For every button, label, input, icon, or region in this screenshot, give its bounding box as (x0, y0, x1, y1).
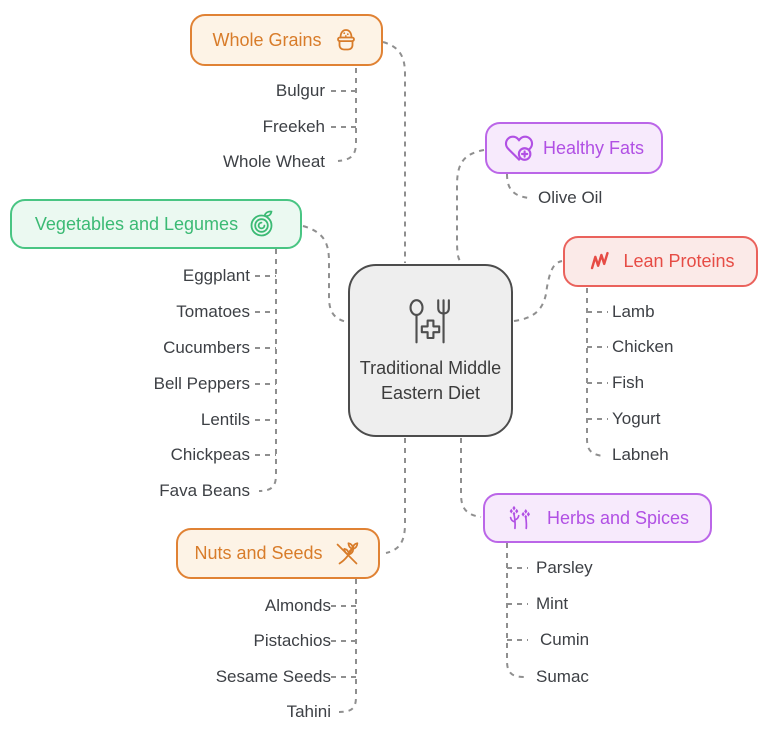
trunk-healthy-fats (506, 173, 530, 199)
grain-pot-icon (331, 25, 361, 55)
leaf-lentils: Lentils (200, 410, 250, 429)
center-node: Traditional Middle Eastern Diet (348, 264, 513, 437)
leaf-fish: Fish (612, 373, 645, 392)
trunk-lean-proteins (586, 288, 605, 457)
connector-nuts-seeds-center (385, 438, 406, 554)
leaf-parsley: Parsley (536, 558, 593, 577)
stubs-vegetables (255, 275, 276, 456)
leaf-labneh: Labneh (612, 445, 669, 464)
branch-node-lean-proteins: Lean Proteins (563, 236, 758, 287)
leaf-chickpeas: Chickpeas (170, 445, 250, 464)
connector-whole-grains-center (382, 41, 406, 263)
branch-label-herbs-spices: Herbs and Spices (546, 507, 690, 528)
connector-lean-proteins-center (513, 260, 563, 322)
wheat-off-icon (332, 539, 362, 569)
stubs-lean-proteins (587, 311, 608, 420)
salad-circle-icon (247, 209, 277, 239)
leaf-freekeh: Freekeh (262, 117, 325, 136)
leaf-mint: Mint (536, 594, 569, 613)
leaf-fava-beans: Fava Beans (159, 481, 250, 500)
center-title: Traditional Middle Eastern Diet (359, 357, 502, 403)
leaf-tomatoes: Tomatoes (176, 302, 250, 321)
herb-sprigs-icon (506, 503, 538, 533)
branch-node-herbs-spices: Herbs and Spices (483, 493, 712, 543)
branch-node-healthy-fats: Healthy Fats (485, 122, 663, 174)
leaf-sumac: Sumac (536, 667, 589, 686)
branch-label-healthy-fats: Healthy Fats (542, 137, 645, 158)
connector-healthy-fats-center (456, 149, 485, 264)
leaf-lamb: Lamb (612, 302, 655, 321)
trunk-herbs-spices (506, 543, 525, 678)
leaf-almonds: Almonds (264, 596, 331, 615)
branch-label-whole-grains: Whole Grains (212, 29, 322, 50)
leaf-cumin: Cumin (540, 630, 590, 649)
stubs-whole-grains (331, 90, 356, 128)
leaf-bulgur: Bulgur (275, 81, 325, 100)
leaf-bell-peppers: Bell Peppers (153, 374, 250, 393)
stubs-herbs-spices (507, 567, 528, 641)
leaf-chicken: Chicken (612, 337, 674, 356)
leaf-sesame-seeds: Sesame Seeds (215, 667, 331, 686)
leaf-pistachios: Pistachios (253, 631, 331, 650)
meat-icon (586, 248, 614, 276)
leaf-olive-oil: Olive Oil (538, 188, 603, 207)
branch-node-vegetables-legumes: Vegetables and Legumes (10, 199, 302, 249)
branch-label-nuts-seeds: Nuts and Seeds (194, 543, 323, 563)
stubs-nuts-seeds (331, 605, 356, 678)
leaf-cucumbers: Cucumbers (163, 338, 250, 357)
spoon-fork-plus-icon (399, 296, 463, 352)
branch-label-vegetables-legumes: Vegetables and Legumes (34, 213, 239, 234)
trunk-nuts-seeds (338, 579, 357, 713)
connector-herbs-spices-center (460, 438, 482, 518)
trunk-whole-grains (337, 68, 357, 162)
leaf-whole-wheat: Whole Wheat (222, 152, 325, 171)
branch-node-nuts-seeds: Nuts and Seeds (176, 528, 380, 579)
branch-label-lean-proteins: Lean Proteins (623, 251, 735, 271)
leaf-yogurt: Yogurt (612, 409, 661, 428)
leaf-tahini: Tahini (286, 702, 331, 721)
connector-vegetables-center (302, 225, 348, 323)
heart-plus-icon (504, 133, 534, 163)
branch-node-whole-grains: Whole Grains (190, 14, 383, 66)
leaf-eggplant: Eggplant (182, 266, 250, 285)
